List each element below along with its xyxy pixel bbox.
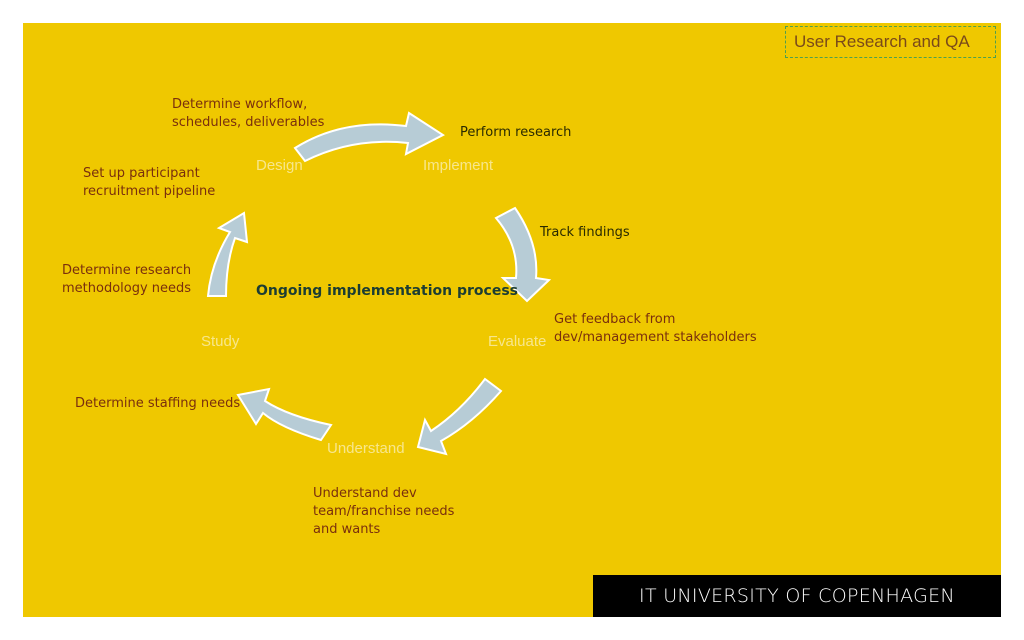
note-staffing: Determine staffing needs: [75, 396, 241, 411]
slide: User Research and QA Determine workflow,…: [23, 23, 1001, 617]
arrow-evaluate-to-understand: [416, 377, 503, 456]
note-workflow-line-2: schedules, deliverables: [172, 115, 325, 131]
center-label: Ongoing implementation process: [256, 283, 519, 299]
note-feedback: Get feedback from dev/management stakeho…: [554, 311, 757, 347]
arrow-study-to-design: [206, 211, 249, 297]
note-methodology-line-1: Determine research: [62, 263, 192, 278]
note-understand-line-3: and wants: [313, 522, 381, 538]
arrow-implement-to-evaluate: [494, 206, 552, 303]
note-feedback-line-2: dev/management stakeholders: [554, 330, 757, 346]
note-feedback-line-1: Get feedback from: [554, 312, 676, 327]
arrow-understand-to-study: [236, 387, 333, 442]
note-track-findings: Track findings: [540, 225, 630, 240]
note-recruitment-line-1: Set up participant: [83, 166, 200, 181]
note-understand: Understand dev team/franchise needs and …: [313, 485, 454, 540]
note-methodology-line-2: methodology needs: [62, 281, 192, 297]
note-understand-line-1: Understand dev: [313, 486, 417, 501]
note-perform-research: Perform research: [460, 125, 572, 140]
note-recruitment-line-2: recruitment pipeline: [83, 184, 216, 200]
stage-study: Study: [201, 333, 240, 350]
note-methodology: Determine research methodology needs: [62, 262, 191, 298]
stage-design: Design: [256, 157, 303, 174]
note-understand-line-2: team/franchise needs: [313, 504, 455, 520]
note-workflow: Determine workflow, schedules, deliverab…: [172, 96, 324, 132]
stage-implement: Implement: [423, 157, 494, 174]
arrow-design-to-implement: [293, 111, 445, 163]
stage-understand: Understand: [327, 440, 405, 457]
university-logo: IT UNIVERSITY OF COPENHAGEN: [593, 575, 1001, 617]
note-recruitment: Set up participant recruitment pipeline: [83, 165, 215, 201]
stage-evaluate: Evaluate: [488, 333, 547, 350]
section-tag: User Research and QA: [785, 26, 996, 58]
cycle-arrows: [206, 111, 552, 456]
note-workflow-line-1: Determine workflow,: [172, 97, 308, 112]
